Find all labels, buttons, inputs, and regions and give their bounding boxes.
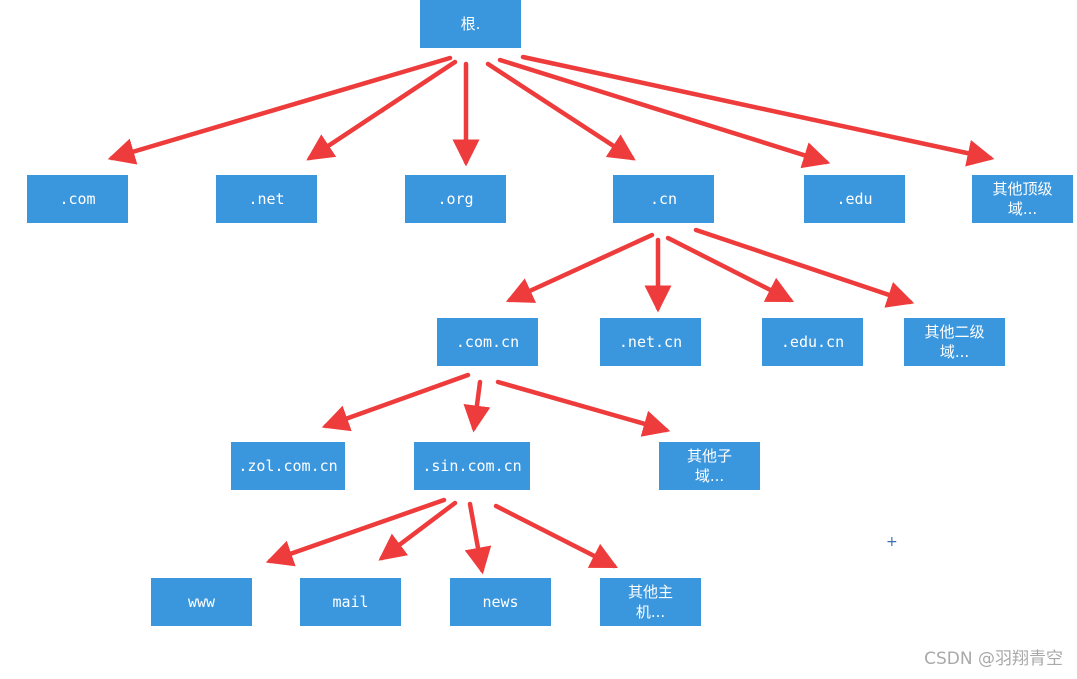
arrow-comcn-zol: [321, 372, 471, 432]
arrow-root-other: [520, 54, 995, 167]
node-other-sub[interactable]: 其他子 域...: [659, 442, 760, 490]
arrow-root-edu: [497, 57, 831, 169]
node-edu[interactable]: .edu: [804, 175, 905, 223]
arrow-root-cn: [485, 61, 636, 161]
arrow-cn-other: [693, 227, 915, 308]
arrow-root-com: [107, 55, 453, 165]
node-mail[interactable]: mail: [300, 578, 401, 626]
node-other-sld[interactable]: 其他二级 域...: [904, 318, 1005, 366]
node-com-cn[interactable]: .com.cn: [437, 318, 538, 366]
node-edu-cn[interactable]: .edu.cn: [762, 318, 863, 366]
node-com[interactable]: .com: [27, 175, 128, 223]
node-sin[interactable]: .sin.com.cn: [414, 442, 530, 490]
node-zol[interactable]: .zol.com.cn: [231, 442, 345, 490]
node-net-cn[interactable]: .net.cn: [600, 318, 701, 366]
node-news[interactable]: news: [450, 578, 551, 626]
node-other-tld[interactable]: 其他顶级 域...: [972, 175, 1073, 223]
node-org[interactable]: .org: [405, 175, 506, 223]
node-net[interactable]: .net: [216, 175, 317, 223]
node-www[interactable]: www: [151, 578, 252, 626]
arrow-sin-other: [493, 503, 619, 569]
node-root[interactable]: 根.: [420, 0, 521, 48]
crosshair-cursor-icon: +: [886, 534, 898, 550]
arrow-sin-mail: [378, 500, 458, 561]
watermark: CSDN @羽翔青空: [924, 649, 1063, 669]
arrow-root-net: [306, 59, 458, 161]
node-other-host[interactable]: 其他主 机...: [600, 578, 701, 626]
arrow-cn-educn: [665, 235, 795, 303]
arrow-comcn-other: [495, 379, 671, 437]
arrow-sin-www: [265, 497, 447, 567]
arrow-cn-comcn: [505, 232, 655, 303]
node-cn[interactable]: .cn: [613, 175, 714, 223]
arrow-comcn-sin: [463, 379, 491, 433]
arrow-sin-news: [464, 501, 492, 575]
